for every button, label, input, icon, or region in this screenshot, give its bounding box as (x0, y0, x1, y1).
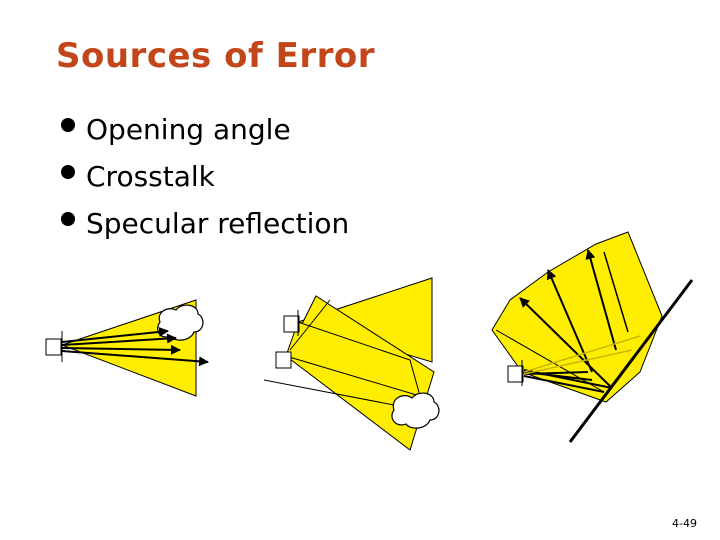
bullet-specular-reflection: Specular reflection (58, 200, 349, 247)
echo-path-line (289, 299, 331, 351)
bullet-opening-angle: Opening angle (58, 106, 349, 153)
reflection-wall (568, 279, 694, 443)
sonar-beam-fan (491, 231, 663, 403)
sonar-sensor-icon (275, 351, 292, 369)
bullet-dot-icon (61, 165, 75, 179)
crosstalk-panel (263, 277, 440, 451)
bullet-crosstalk: Crosstalk (58, 153, 349, 200)
opening-angle-panel (45, 299, 209, 397)
reflected-ray (523, 371, 589, 375)
reflected-ray (519, 297, 613, 389)
reflected-ray (523, 375, 605, 393)
reflected-ray (495, 329, 605, 393)
bullet-dot-icon (61, 212, 75, 226)
sonar-sensor-icon (45, 338, 62, 356)
bullet-list: Opening angle Crosstalk Specular reflect… (58, 106, 349, 247)
bullet-text: Crosstalk (86, 160, 215, 193)
specular-reflection-panel (491, 231, 694, 443)
reflected-ray (603, 251, 629, 333)
page-number: 4-49 (672, 517, 697, 530)
reflected-ray (585, 249, 617, 351)
sonar-beam-overlap (285, 321, 421, 397)
bullet-text: Specular reflection (86, 207, 350, 240)
slide-title: Sources of Error (56, 36, 375, 76)
bullet-text: Opening angle (86, 113, 291, 146)
obstacle-cloud-icon (391, 392, 440, 429)
range-ray (61, 350, 209, 367)
range-ray (61, 326, 169, 343)
bullet-dot-icon (61, 118, 75, 132)
range-ray (61, 344, 181, 355)
ghost-ray (523, 349, 633, 375)
reflected-ray (546, 269, 593, 373)
sonar-sensor-icon (507, 365, 524, 383)
ghost-ray (523, 335, 641, 373)
sonar-sensor-icon (283, 315, 300, 333)
range-ray (61, 333, 177, 346)
